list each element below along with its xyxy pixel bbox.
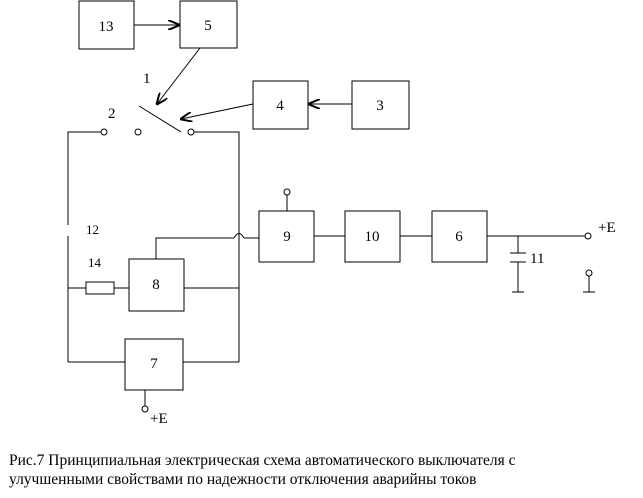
caption-line-1: Рис.7 Принципиальная электрическая схема… bbox=[9, 452, 516, 469]
power-label-right: +E bbox=[598, 220, 616, 236]
svg-text:4: 4 bbox=[276, 98, 284, 114]
switch-blade bbox=[138, 105, 182, 133]
power-terminal-right bbox=[584, 232, 592, 240]
arrow-4-to-switch bbox=[181, 103, 254, 119]
power-terminal-bottom bbox=[141, 405, 149, 413]
ground-terminal bbox=[583, 269, 595, 293]
contact-2-left bbox=[100, 128, 108, 136]
switch-output-terminal bbox=[187, 128, 195, 136]
svg-text:3: 3 bbox=[376, 98, 384, 114]
resistor-14 bbox=[85, 281, 115, 295]
block-5: 5 bbox=[179, 0, 238, 49]
capacitor-11 bbox=[510, 236, 526, 293]
block-10: 10 bbox=[344, 210, 401, 263]
block-9: 9 bbox=[258, 210, 315, 263]
svg-text:5: 5 bbox=[204, 18, 212, 34]
capacitor-label: 11 bbox=[530, 251, 544, 267]
svg-text:7: 7 bbox=[150, 356, 158, 372]
break-12-label: 12 bbox=[86, 222, 99, 237]
power-label-bottom: +E bbox=[150, 411, 168, 427]
block-8: 8 bbox=[128, 258, 185, 312]
arrow-5-to-switch bbox=[157, 47, 201, 104]
svg-text:13: 13 bbox=[99, 19, 114, 35]
block-7: 7 bbox=[124, 338, 184, 391]
contact-label: 2 bbox=[108, 106, 116, 122]
svg-text:9: 9 bbox=[283, 229, 291, 245]
contact-2-right bbox=[134, 128, 142, 136]
block-13: 13 bbox=[78, 0, 135, 50]
svg-text:10: 10 bbox=[365, 229, 380, 245]
block-9-terminal bbox=[283, 188, 291, 196]
block-3: 3 bbox=[351, 80, 410, 130]
resistor-14-label: 14 bbox=[88, 255, 102, 270]
svg-text:6: 6 bbox=[455, 229, 463, 245]
svg-text:8: 8 bbox=[152, 277, 160, 293]
figure-caption: Рис.7 Принципиальная электрическая схема… bbox=[9, 451, 639, 489]
switch-label: 1 bbox=[143, 71, 151, 87]
caption-line-2: улучшенными свойствами по надежности отк… bbox=[9, 471, 477, 488]
block-6: 6 bbox=[431, 210, 488, 263]
block-4: 4 bbox=[252, 80, 309, 130]
